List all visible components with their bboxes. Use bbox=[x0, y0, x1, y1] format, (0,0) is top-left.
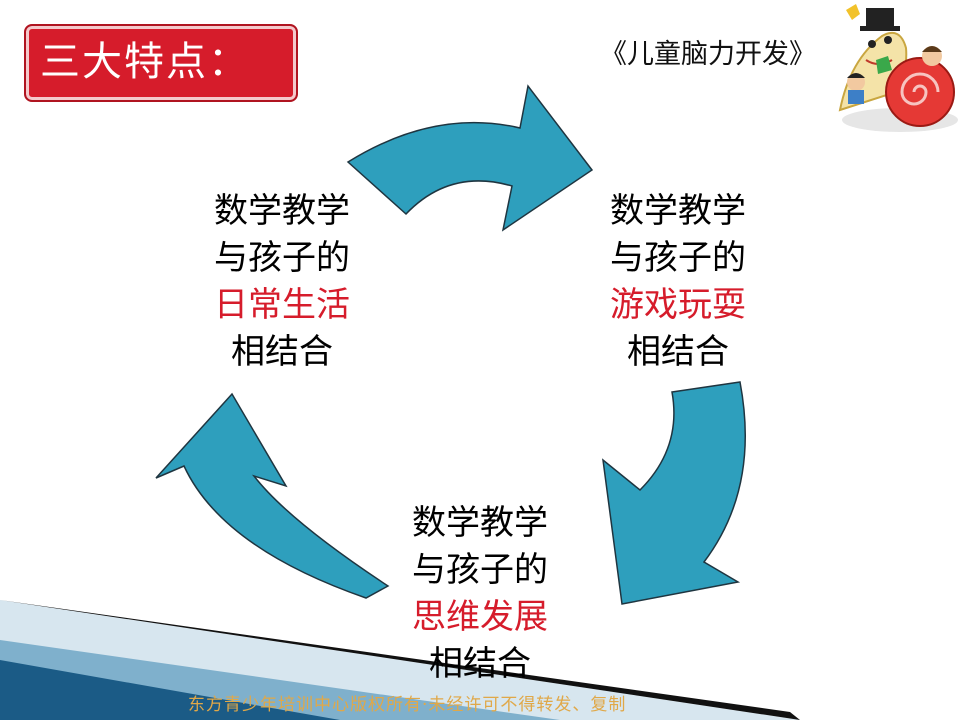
feature-highlight: 游戏玩耍 bbox=[610, 285, 746, 325]
feature-line: 相结合 bbox=[429, 644, 531, 684]
feature-block-games: 数学教学 与孩子的 游戏玩耍 相结合 bbox=[583, 188, 773, 376]
arrow-top bbox=[346, 84, 594, 232]
feature-line: 与孩子的 bbox=[214, 238, 350, 278]
copyright-footer: 东方青少年培训中心版权所有·未经许可不得转发、复制 bbox=[188, 695, 627, 715]
feature-line: 相结合 bbox=[627, 332, 729, 372]
feature-line: 数学教学 bbox=[412, 503, 548, 543]
title-banner bbox=[24, 24, 298, 102]
feature-highlight: 日常生活 bbox=[214, 285, 350, 325]
book-title: 《儿童脑力开发》 bbox=[600, 39, 816, 70]
feature-line: 数学教学 bbox=[214, 191, 350, 231]
feature-block-daily-life: 数学教学 与孩子的 日常生活 相结合 bbox=[187, 188, 377, 376]
arrow-right bbox=[602, 381, 746, 605]
feature-highlight: 思维发展 bbox=[412, 597, 548, 637]
feature-line: 数学教学 bbox=[610, 191, 746, 231]
feature-line: 与孩子的 bbox=[412, 550, 548, 590]
feature-block-thinking: 数学教学 与孩子的 思维发展 相结合 bbox=[385, 500, 575, 688]
arrow-left bbox=[155, 392, 390, 599]
slide-title: 三大特点： bbox=[40, 39, 250, 85]
feature-line: 与孩子的 bbox=[610, 238, 746, 278]
feature-line: 相结合 bbox=[231, 332, 333, 372]
